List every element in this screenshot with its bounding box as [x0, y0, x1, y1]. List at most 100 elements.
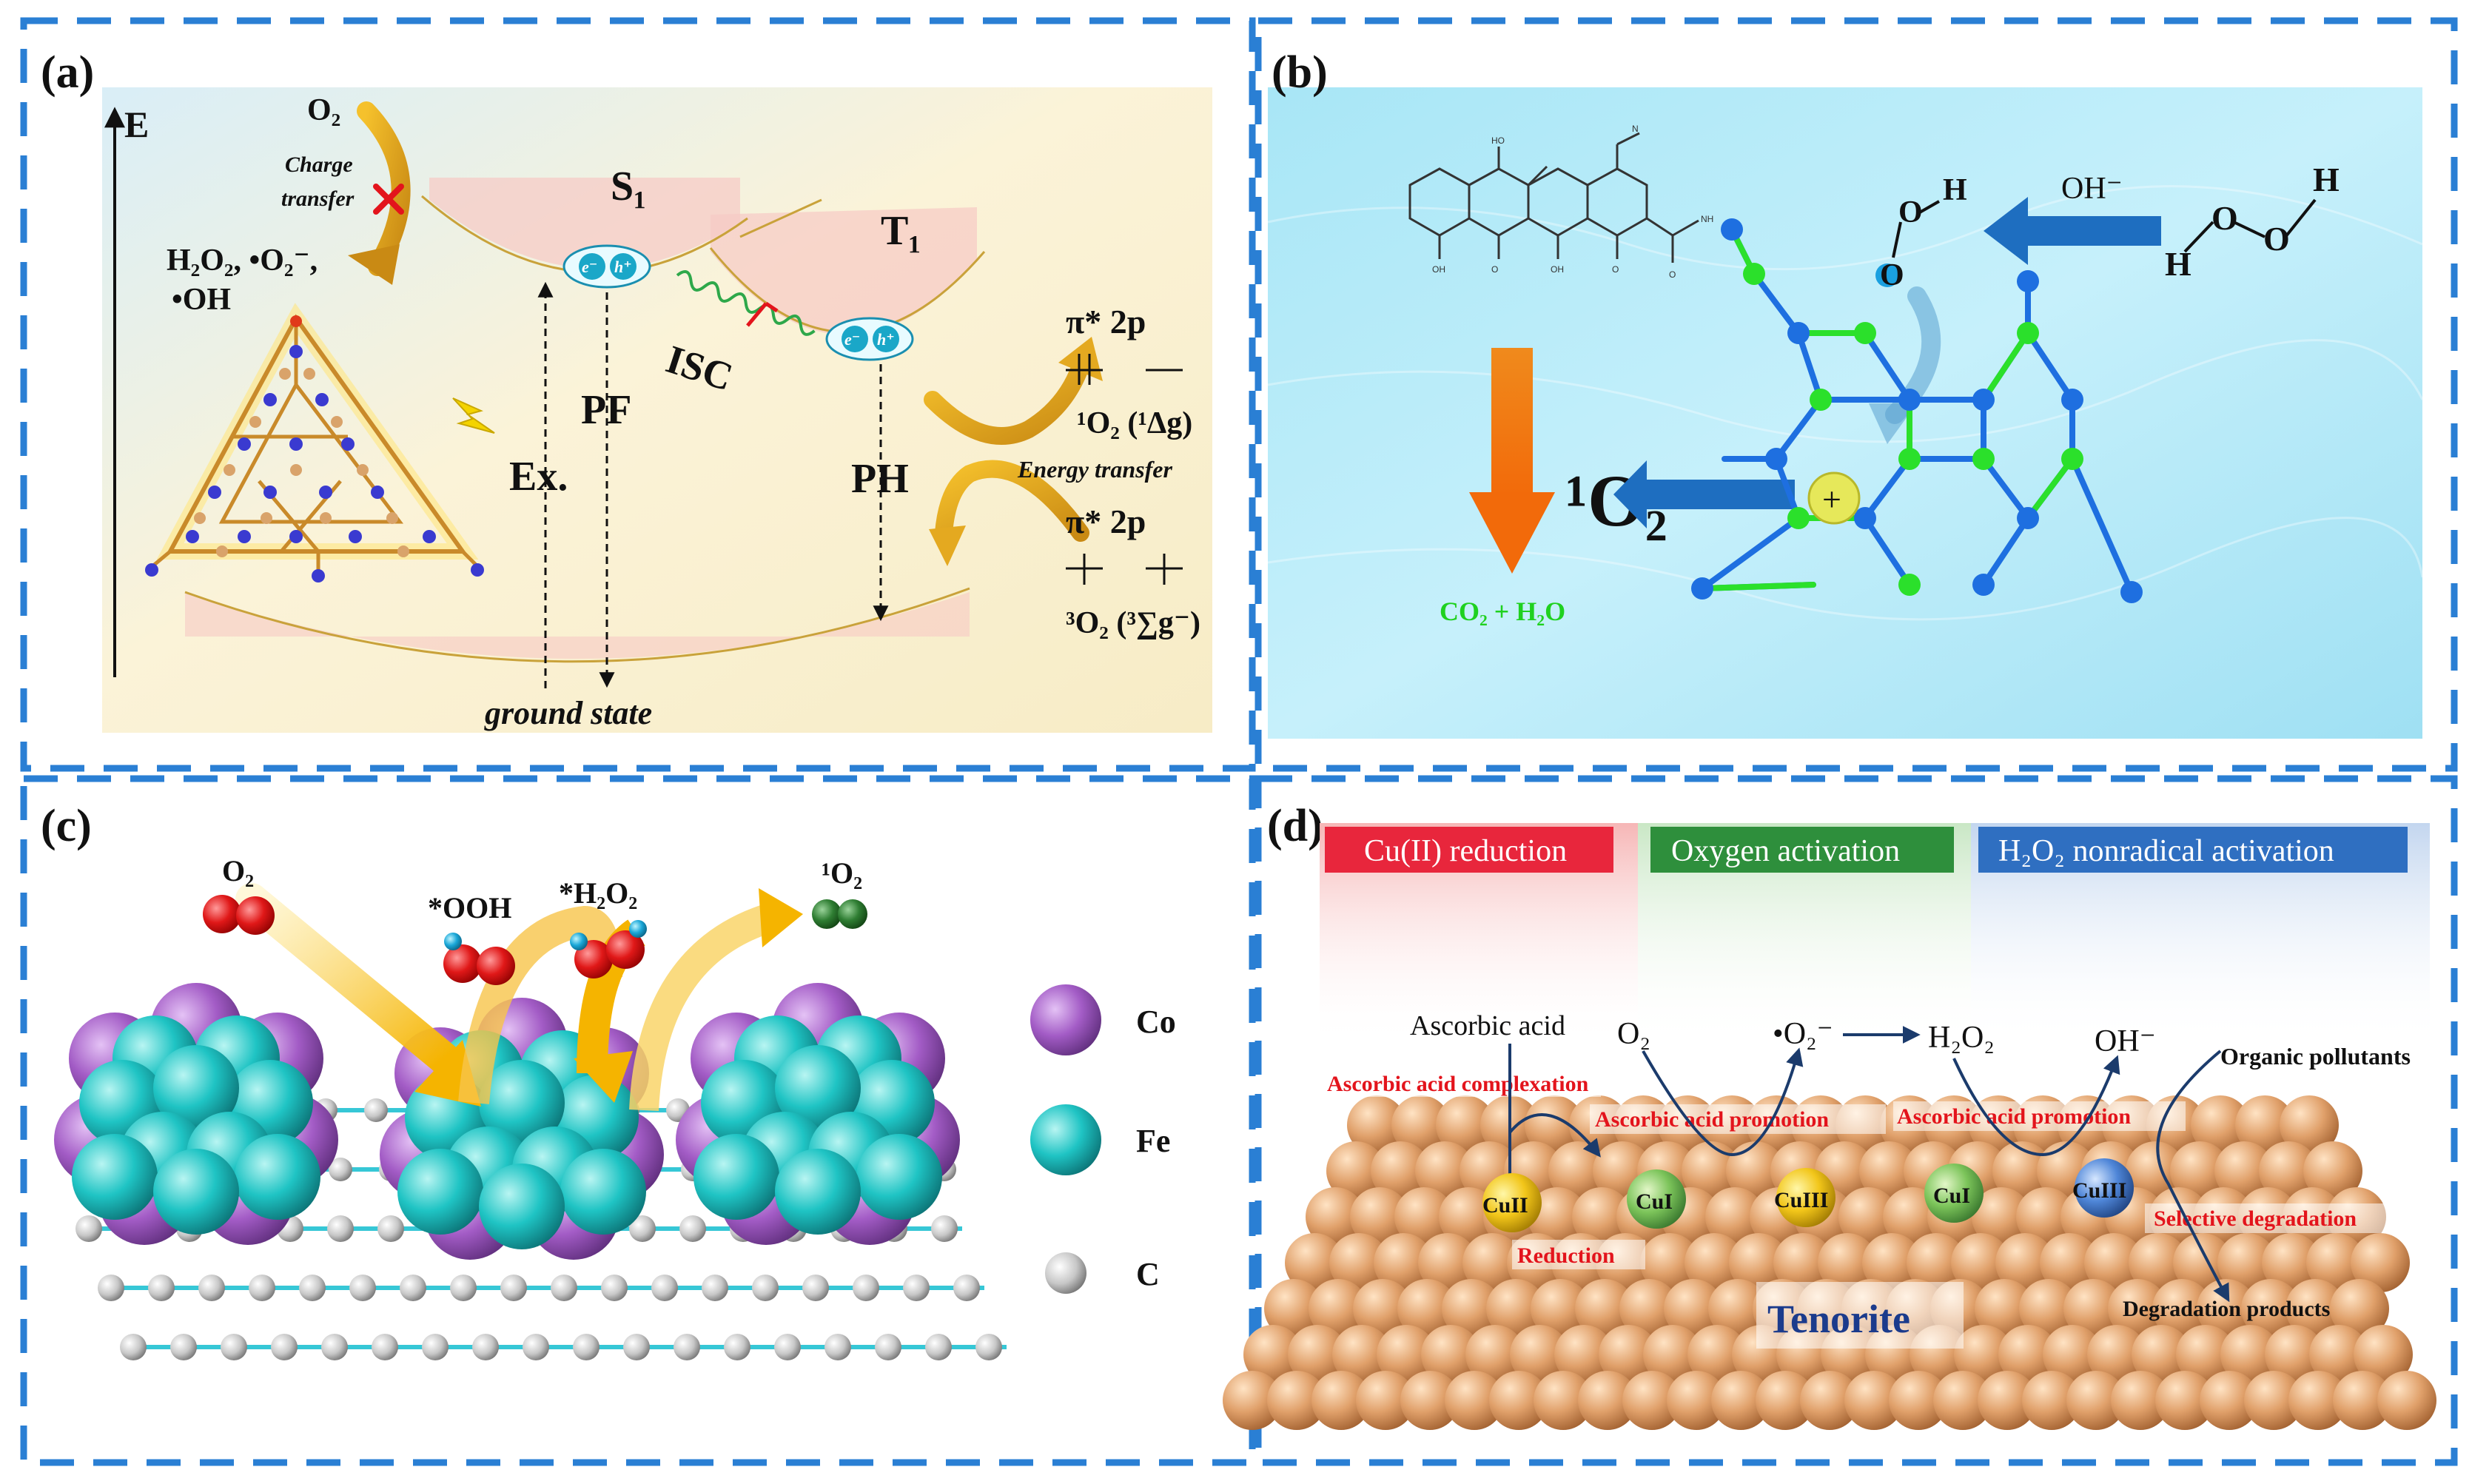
h2o2-molecule — [570, 920, 647, 978]
copper-oxide-atom — [2197, 1279, 2256, 1338]
hole-label-2: h⁺ — [877, 330, 895, 349]
phosphorescence-label: PH — [851, 456, 909, 502]
copper-oxide-atom — [2111, 1371, 2170, 1430]
copper-oxide-atom — [1347, 1095, 1406, 1155]
copper-oxide-atom — [1534, 1371, 1593, 1430]
copper-oxide-atom — [1951, 1233, 2010, 1292]
header-bar-green — [1650, 827, 1954, 873]
products-label: CO₂ + H₂O — [1440, 597, 1565, 626]
iron-atom — [235, 1134, 320, 1220]
svg-text:OH: OH — [1551, 264, 1564, 275]
t1-label: T₁ — [881, 208, 921, 254]
copper-oxide-atom — [1800, 1371, 1859, 1430]
iron-atom — [775, 1045, 861, 1131]
excitation-label: Ex. — [509, 454, 568, 500]
copper-oxide-atom — [2170, 1141, 2229, 1201]
carbon-atom — [824, 1334, 851, 1360]
atom-legend: Co Fe C — [1030, 984, 1176, 1294]
svg-text:OH: OH — [1432, 264, 1445, 275]
pi-star-top-label: π* 2p — [1066, 303, 1146, 340]
carbon-atom — [551, 1275, 577, 1301]
copper-oxide-atom — [1371, 1141, 1430, 1201]
copper-oxide-atom — [1622, 1371, 1682, 1430]
copper-oxide-atom — [2288, 1371, 2348, 1430]
copper-oxide-atom — [1489, 1371, 1548, 1430]
legend-swatch-co — [1030, 984, 1101, 1055]
isc-wavy-arrow — [676, 270, 816, 336]
singlet-o2-label-c: ¹O₂ — [822, 856, 862, 890]
singlet-formation-arrow — [1613, 460, 1795, 528]
coFe-cluster-right — [676, 983, 960, 1245]
iron-atom — [153, 1045, 239, 1131]
ros-label-line1: H₂O₂, •O₂⁻, — [167, 244, 318, 278]
copper-oxide-atom — [2265, 1325, 2324, 1384]
copper-oxide-atom — [1264, 1279, 1323, 1338]
copper-oxide-atom — [1682, 1141, 1741, 1201]
cu-site-1-label: CuII — [1482, 1193, 1528, 1218]
panel-b-background — [1268, 87, 2422, 739]
carbon-atom — [674, 1334, 700, 1360]
copper-oxide-atom — [1640, 1233, 1699, 1292]
tenorite-surface — [1223, 1095, 2436, 1430]
copper-oxide-atom — [1531, 1279, 1590, 1338]
copper-oxide-atom — [1889, 1371, 1948, 1430]
copper-oxide-atom — [1838, 1187, 1898, 1246]
ooh-label: *OOH — [428, 891, 511, 924]
cu-site-4-label: CuI — [1933, 1183, 1970, 1208]
carbon-atom — [802, 1275, 829, 1301]
carbon-atom — [221, 1334, 247, 1360]
h2o2-label-c: *H₂O₂ — [559, 876, 637, 910]
carbon-atom — [349, 1275, 376, 1301]
copper-oxide-atom — [1773, 1233, 1833, 1292]
copper-oxide-atom — [1975, 1279, 2034, 1338]
spin-flip-icon — [746, 301, 779, 327]
ooh-o2: O — [1898, 195, 1923, 229]
label-backgrounds — [1309, 1067, 2405, 1349]
singlet-release-arrowhead — [759, 888, 803, 947]
iron-atom — [397, 1149, 483, 1235]
copper-oxide-atom — [1288, 1325, 1347, 1384]
copper-oxide-atom — [2241, 1279, 2300, 1338]
iron-atom — [775, 1149, 861, 1235]
carbon-atom — [75, 1215, 102, 1242]
ground-curve — [184, 587, 970, 663]
energy-transfer-arrowhead-down — [929, 526, 966, 566]
copper-oxide-atom — [1643, 1325, 1702, 1384]
copper-oxide-atom — [1243, 1325, 1303, 1384]
copper-oxide-atom — [2063, 1279, 2123, 1338]
svg-text:O: O — [1491, 264, 1498, 275]
copper-oxide-atom — [1418, 1233, 1477, 1292]
carbon-atom — [752, 1275, 779, 1301]
carbon-atom — [925, 1334, 952, 1360]
copper-oxide-atom — [1285, 1233, 1344, 1292]
hole-site-icon — [1807, 471, 1861, 525]
panel-b-wave-lines — [1267, 185, 2424, 621]
dashed-frames — [20, 17, 2458, 1466]
panel-d-label: (d) — [1267, 801, 1323, 851]
copper-oxide-atom — [1687, 1325, 1747, 1384]
energy-transfer-label: Energy transfer — [1017, 456, 1172, 483]
copper-oxide-atom — [1267, 1371, 1326, 1430]
svg-text:O: O — [1669, 269, 1676, 280]
hydrogen-peroxide: H O O H — [2165, 161, 2340, 283]
carbon-atom — [623, 1334, 650, 1360]
carbon-atom — [875, 1334, 901, 1360]
carbon-atom — [400, 1275, 426, 1301]
iron-atom — [479, 1060, 565, 1146]
h2o2-o1: O — [2211, 199, 2238, 237]
h2o2-h1: H — [2165, 245, 2191, 283]
carbon-atom — [364, 1098, 388, 1122]
copper-oxide-atom — [1599, 1325, 1658, 1384]
copper-oxide-atom — [2129, 1233, 2188, 1292]
copper-oxide-atom — [1377, 1325, 1436, 1384]
carbon-atom — [573, 1334, 599, 1360]
carbon-atom — [853, 1275, 879, 1301]
s1-label: S₁ — [611, 164, 646, 209]
legend-swatch-fe — [1030, 1104, 1101, 1175]
singlet-release-arrow — [629, 903, 775, 1111]
tetracycline-molecule — [1408, 132, 1699, 263]
copper-oxide-atom — [2214, 1141, 2274, 1201]
copper-oxide-atom — [1667, 1371, 1726, 1430]
svg-text:N: N — [1632, 124, 1639, 134]
